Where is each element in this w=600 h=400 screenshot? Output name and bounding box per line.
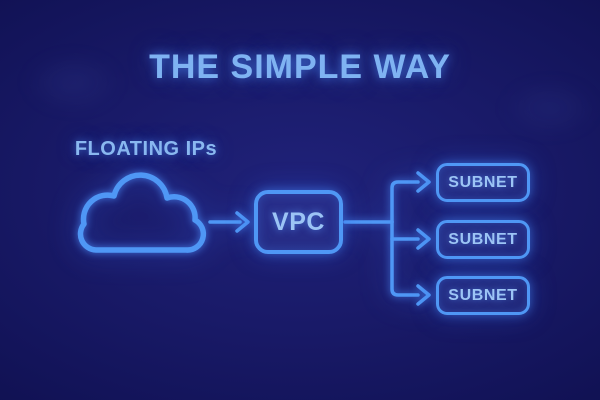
arrow-right-icon — [390, 228, 431, 250]
cloud-icon — [77, 172, 207, 253]
subnet-label: SUBNET — [448, 230, 518, 248]
arrow-right-icon — [390, 171, 431, 224]
subnet-label: SUBNET — [448, 286, 518, 304]
arrow-right-icon — [390, 220, 431, 306]
arrow-right-icon — [208, 211, 250, 233]
vpc-node: VPC — [254, 190, 343, 254]
subnet-node: SUBNET — [436, 220, 530, 259]
vpc-label: VPC — [272, 207, 325, 236]
floating-ips-label: FLOATING IPs — [74, 138, 218, 160]
subnet-node: SUBNET — [436, 276, 530, 315]
page-title: THE SIMPLE WAY — [149, 48, 451, 86]
subnet-node: SUBNET — [436, 163, 530, 202]
subnet-label: SUBNET — [448, 173, 518, 191]
